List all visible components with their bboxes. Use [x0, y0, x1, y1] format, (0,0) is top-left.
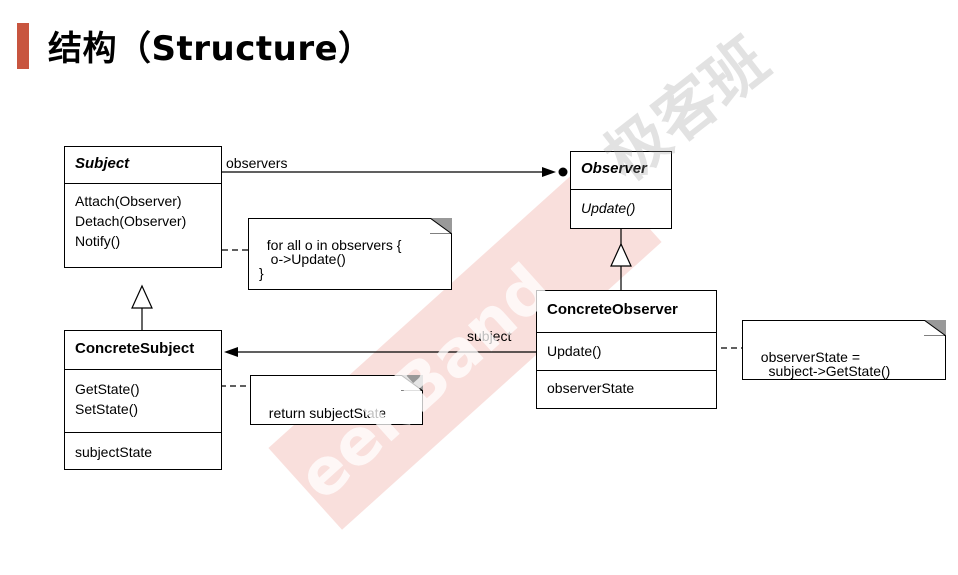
concrete-subject-op-getstate: GetState() — [75, 381, 140, 397]
concrete-subject-op-setstate: SetState() — [75, 401, 139, 417]
update-note-text: observerState = subject->GetState() — [760, 349, 891, 379]
concrete-observer-op-update: Update() — [547, 343, 602, 359]
observer-class[interactable]: Observer Update() — [570, 151, 672, 229]
subject-generalization-triangle — [131, 284, 153, 309]
subject-op-detach: Detach(Observer) — [75, 213, 187, 229]
update-note: observerState = subject->GetState() — [742, 320, 946, 380]
concrete-subject-class-name: ConcreteSubject — [75, 340, 195, 357]
subject-op-notify: Notify() — [75, 233, 121, 249]
subject-op-attach: Attach(Observer) — [75, 193, 182, 209]
subject-arrowhead — [224, 347, 238, 357]
note-corner-icon — [924, 320, 946, 336]
concrete-observer-class-name: ConcreteObserver — [547, 301, 678, 318]
observer-class-name: Observer — [581, 160, 647, 177]
getstate-note-text: return subjectState — [268, 405, 387, 421]
subject-class-name: Subject — [75, 155, 130, 172]
observers-arrowhead — [542, 167, 556, 177]
concrete-observer-attr-observerstate: observerState — [547, 380, 635, 396]
concrete-subject-class[interactable]: ConcreteSubject GetState() SetState() su… — [64, 330, 222, 470]
page-title: 结构（Structure） — [48, 29, 373, 69]
subject-role-label: subject — [467, 328, 512, 344]
notify-note-text: for all o in observers { o->Update() } — [259, 237, 402, 281]
title-accent-bar — [17, 23, 29, 69]
notify-note: for all o in observers { o->Update() } — [248, 218, 452, 290]
concrete-subject-attr-subjectstate: subjectState — [75, 444, 153, 460]
note-corner-icon — [401, 375, 423, 391]
note-corner-icon — [430, 218, 452, 234]
concrete-observer-class[interactable]: ConcreteObserver Update() observerState — [536, 290, 717, 409]
observer-op-update: Update() — [581, 200, 636, 216]
observers-role-label: observers — [226, 155, 288, 171]
getstate-note: return subjectState — [250, 375, 423, 425]
observers-multiplicity-dot — [558, 167, 568, 177]
subject-class[interactable]: Subject Attach(Observer) Detach(Observer… — [64, 146, 222, 268]
observer-generalization-triangle — [610, 242, 632, 267]
